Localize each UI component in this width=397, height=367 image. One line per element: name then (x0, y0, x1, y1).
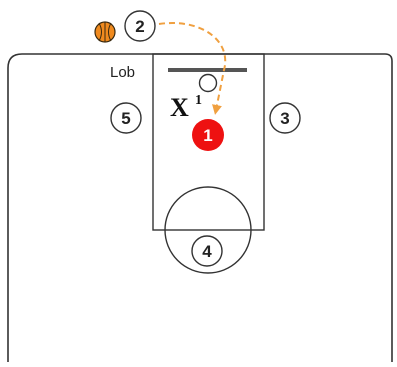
player-5-marker (110, 102, 142, 134)
player-3-marker (269, 102, 301, 134)
player-2-label: 2 (135, 17, 144, 36)
player-4-label: 4 (202, 242, 212, 261)
player-4-marker (191, 235, 223, 267)
player-2-marker (124, 10, 156, 42)
hoop (198, 73, 218, 93)
backboard (168, 68, 247, 72)
defender-letter: X (170, 93, 189, 122)
player-3-label: 3 (280, 109, 289, 128)
player-1: 1 (192, 119, 224, 151)
player-2: 2 (124, 10, 156, 42)
player-3: 3 (269, 102, 301, 134)
defender-x1: X 1 (170, 93, 202, 122)
player-1-marker (192, 119, 224, 151)
lob-label: Lob (110, 64, 135, 81)
player-4: 4 (191, 235, 223, 267)
player-5: 5 (110, 102, 142, 134)
basketball-icon (94, 21, 116, 43)
defender-number: 1 (195, 93, 202, 108)
lob-pass-arrow (158, 22, 227, 115)
player-1-label: 1 (203, 126, 212, 145)
free-throw-lane (152, 53, 265, 231)
free-throw-circle (164, 186, 252, 274)
player-5-label: 5 (121, 109, 130, 128)
